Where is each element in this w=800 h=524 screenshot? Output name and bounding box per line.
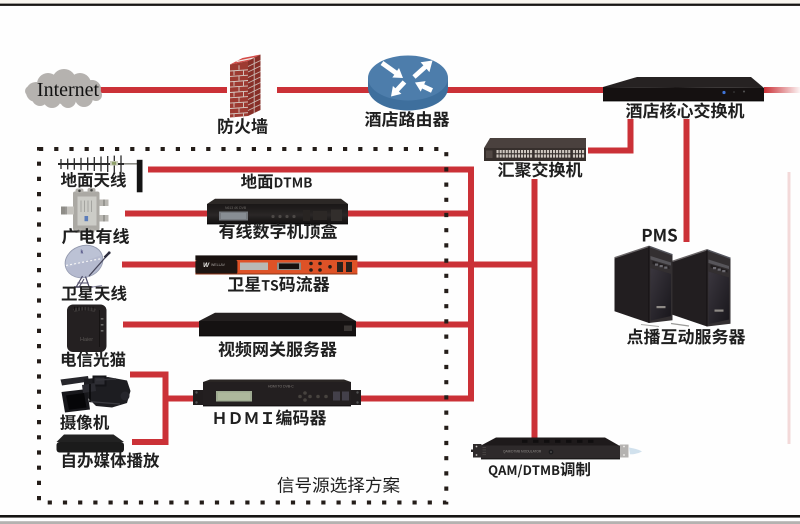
svg-text:Haier: Haier: [80, 337, 93, 343]
svg-text:N613 4K DVB: N613 4K DVB: [225, 206, 247, 210]
svg-text:Internet: Internet: [37, 79, 100, 101]
svg-text:HDMI TO DVB-C: HDMI TO DVB-C: [268, 385, 294, 389]
svg-text:WELLAV: WELLAV: [211, 263, 226, 267]
svg-text:k: k: [81, 250, 84, 256]
svg-text:W: W: [203, 262, 210, 269]
svg-text:QAM/DTMB MODULATOR: QAM/DTMB MODULATOR: [503, 449, 542, 453]
